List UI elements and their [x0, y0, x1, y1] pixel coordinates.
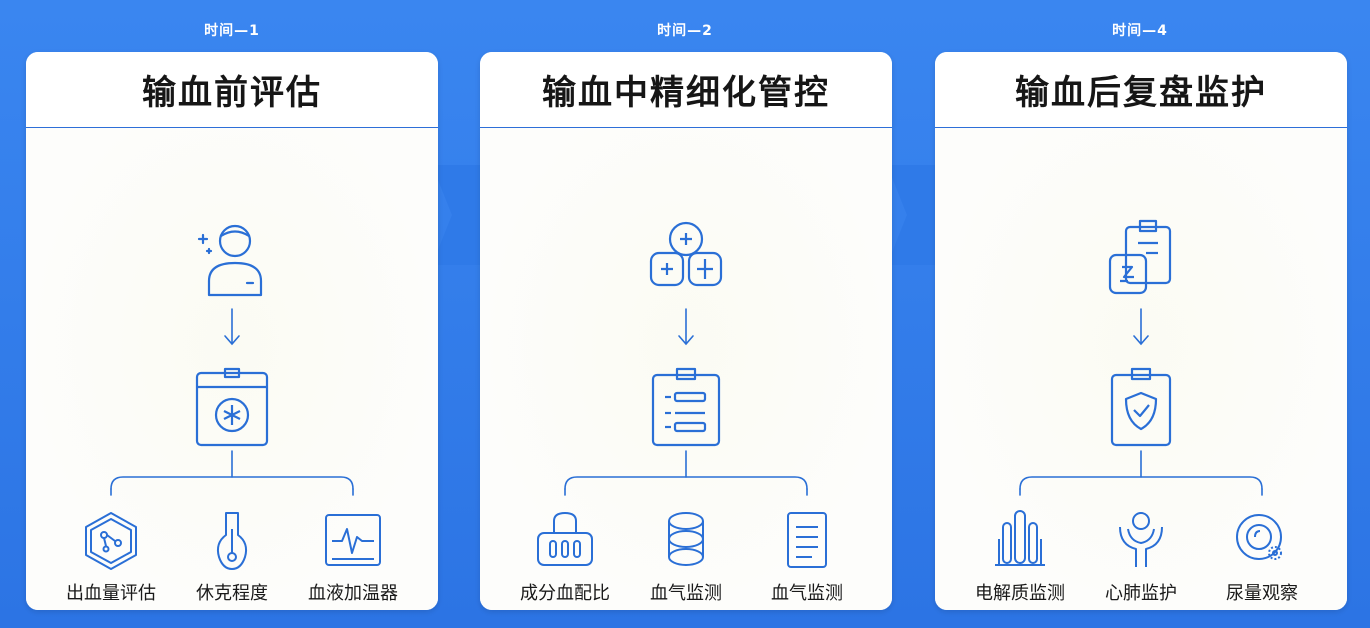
flow-connector	[110, 308, 354, 496]
item-label: 尿量观察	[1226, 583, 1298, 604]
stage-mid-node	[177, 367, 287, 449]
item-node: 血液加温器	[298, 509, 408, 605]
stage-body: 电解质监测 心肺监护 尿量观察	[935, 129, 1347, 610]
time-label-1: 时间—1	[204, 23, 260, 39]
clipboard-list-icon	[651, 367, 721, 447]
item-node: 心肺监护	[1086, 509, 1196, 605]
item-label: 成分血配比	[520, 583, 610, 604]
stage-body: 成分血配比 血气监测	[480, 129, 892, 610]
thermometer-bulb-icon	[216, 512, 248, 570]
stage-mid-node	[631, 367, 741, 449]
clipboard-shield-icon	[1110, 367, 1172, 447]
time-label-2: 时间—2	[657, 23, 713, 39]
item-label: 休克程度	[196, 583, 268, 604]
item-label: 电解质监测	[975, 583, 1065, 604]
stage-panel-post: 输血后复盘监护	[935, 52, 1347, 610]
item-label: 血气监测	[771, 583, 843, 604]
stage-top-node	[631, 219, 741, 299]
item-node: 血气监测	[631, 509, 741, 605]
heart-lung-icon	[1119, 512, 1163, 567]
item-node: 电解质监测	[965, 509, 1075, 605]
item-node: 尿量观察	[1207, 509, 1317, 605]
test-tubes-icon	[995, 510, 1045, 566]
item-label: 心肺监护	[1105, 583, 1177, 604]
blood-bag-icon	[537, 512, 593, 566]
item-node: 休克程度	[177, 509, 287, 605]
stage-panel-during: 输血中精细化管控	[480, 52, 892, 610]
urine-observe-icon	[1236, 514, 1282, 560]
clipboard-stack-icon	[1108, 219, 1172, 295]
blood-box-icon	[195, 367, 269, 447]
flow-connector	[564, 308, 808, 496]
stage-panel-pre: 输血前评估	[26, 52, 438, 610]
stacked-discs-icon	[668, 512, 704, 566]
stage-title: 输血中精细化管控	[480, 52, 892, 128]
item-label: 出血量评估	[66, 583, 156, 604]
stage-title: 输血前评估	[26, 52, 438, 128]
stage-top-node	[1086, 219, 1196, 299]
stage-top-node	[177, 219, 287, 299]
item-label: 血气监测	[650, 583, 722, 604]
stage-body: 出血量评估 休克程度 血液加温器	[26, 129, 438, 610]
flow-connector	[1019, 308, 1263, 496]
warmer-monitor-icon	[325, 514, 381, 566]
stage-title: 输血后复盘监护	[935, 52, 1347, 128]
person-icon	[197, 224, 263, 297]
item-node: 出血量评估	[56, 509, 166, 605]
document-icon	[787, 512, 827, 568]
item-node: 成分血配比	[510, 509, 620, 605]
stage-mid-node	[1086, 367, 1196, 449]
medical-crosses-icon	[649, 221, 723, 287]
time-label-3: 时间—4	[1112, 23, 1168, 39]
blood-cell-icon	[85, 512, 137, 570]
item-label: 血液加温器	[308, 583, 398, 604]
item-node: 血气监测	[752, 509, 862, 605]
